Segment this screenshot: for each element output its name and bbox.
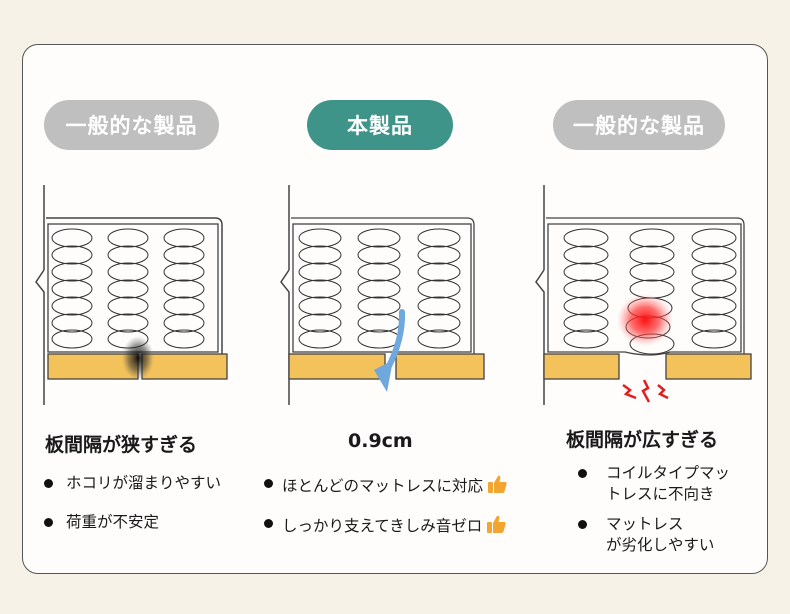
list-item: ホコリが溜まりやすい xyxy=(44,473,221,494)
coil-column xyxy=(51,228,93,349)
badge-generic-left: 一般的な製品 xyxy=(44,100,219,150)
thumbs-up-icon xyxy=(488,475,507,493)
list-item: コイルタイプマッ トレスに不向き xyxy=(578,463,730,505)
heading-narrow-gap: 板間隔が狭すぎる xyxy=(45,434,198,456)
bullet-list-product: ほとんどのマットレスに対応 しっかり支えてきしみ音ゼロ xyxy=(264,473,508,537)
diagram-narrow-gap xyxy=(35,185,228,405)
heading-gap-size: 0.9cm xyxy=(348,430,413,452)
bullet-list-narrow: ホコリが溜まりやすい 荷重が不安定 xyxy=(44,473,221,533)
thumbs-up-icon xyxy=(487,515,506,533)
list-item: ほとんどのマットレスに対応 xyxy=(264,473,508,497)
diagram-our-product xyxy=(280,185,485,405)
badge-generic-right: 一般的な製品 xyxy=(553,100,725,150)
down-arrow-icon xyxy=(374,309,406,392)
list-item: しっかり支えてきしみ音ゼロ xyxy=(264,513,508,537)
diagram-wide-gap xyxy=(535,185,752,405)
badge-our-product: 本製品 xyxy=(307,100,453,150)
list-item: マットレス が劣化しやすい xyxy=(578,514,730,556)
bullet-list-wide: コイルタイプマッ トレスに不向き マットレス が劣化しやすい xyxy=(578,463,730,556)
list-item: 荷重が不安定 xyxy=(44,512,221,533)
heading-wide-gap: 板間隔が広すぎる xyxy=(566,429,719,451)
pressure-hotspot-icon xyxy=(617,294,673,346)
